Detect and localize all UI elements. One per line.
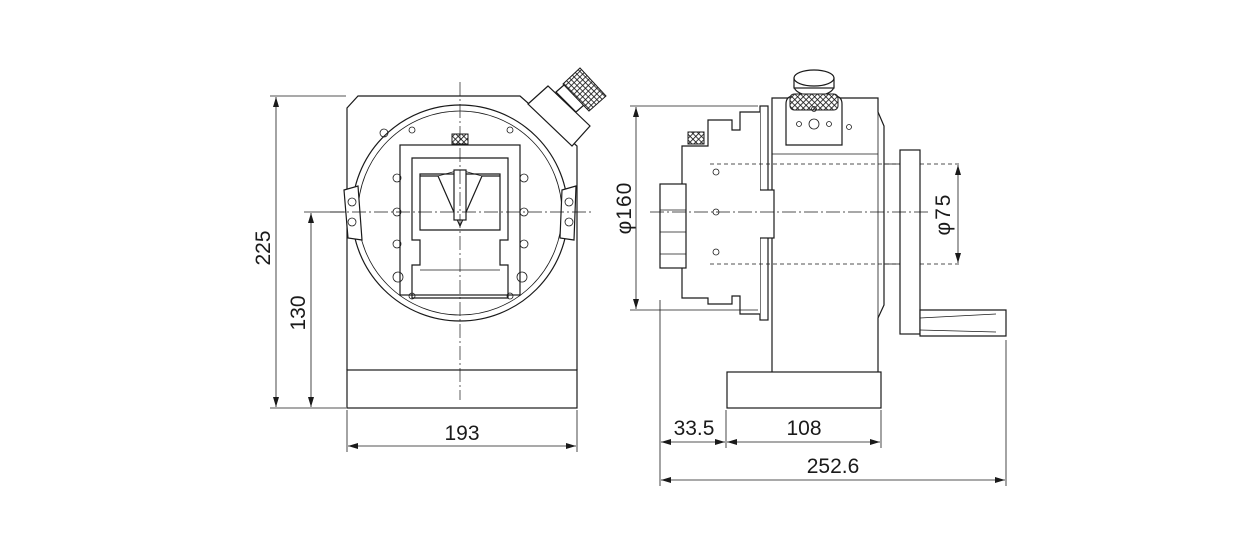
front-view xyxy=(330,67,607,409)
front-dimensions: 225 130 193 xyxy=(252,95,578,452)
dim-label-108: 108 xyxy=(786,417,821,440)
front-right-lug xyxy=(559,185,577,241)
dim-label-252-6: 252.6 xyxy=(807,455,860,478)
front-base xyxy=(346,369,578,409)
dim-label-225: 225 xyxy=(252,230,275,265)
dim-label-phi160: φ160 xyxy=(613,182,636,235)
front-body-outline xyxy=(346,95,578,370)
dim-label-130: 130 xyxy=(287,295,310,330)
side-top-knob xyxy=(785,69,852,146)
side-base xyxy=(726,371,882,409)
dim-label-193: 193 xyxy=(444,422,479,445)
dim-label-phi75: φ75 xyxy=(932,193,955,236)
side-view xyxy=(650,69,1007,409)
dim-label-33-5: 33.5 xyxy=(674,417,715,440)
side-rear-flange xyxy=(899,149,921,335)
side-dimensions: φ160 φ75 33.5 108 252.6 xyxy=(613,105,1007,486)
front-adjust-screw xyxy=(527,67,607,147)
